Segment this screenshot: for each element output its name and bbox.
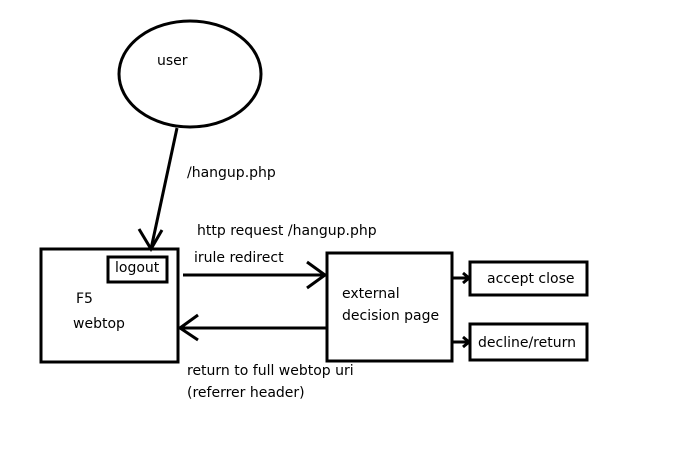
webtop-label-line2: webtop [73,316,125,332]
accept-label: accept close [487,271,575,287]
webtop-label-line1: F5 [76,291,93,307]
hangup-label: /hangup.php [187,165,276,181]
http-request-label: http request /hangup.php [197,223,377,239]
user-node [117,19,263,129]
decision-label-line1: external [342,286,400,302]
decline-arrowhead [462,335,472,349]
accept-arrowhead [462,271,472,285]
decision-label-line2: decision page [342,308,440,324]
return-arrowhead [177,313,199,342]
irule-redirect-label: irule redirect [194,250,284,266]
logout-box [106,255,169,284]
return-label-line2: (referrer header) [187,385,305,401]
return-label-line1: return to full webtop uri [187,363,354,379]
hangup-edge [149,127,179,250]
logout-label: logout [115,260,160,276]
user-label: user [157,53,188,69]
decline-label: decline/return [478,335,576,351]
decision-node [325,251,454,363]
webtop-node [39,247,180,364]
irule-arrowhead [306,260,328,290]
hangup-arrowhead [137,228,164,252]
